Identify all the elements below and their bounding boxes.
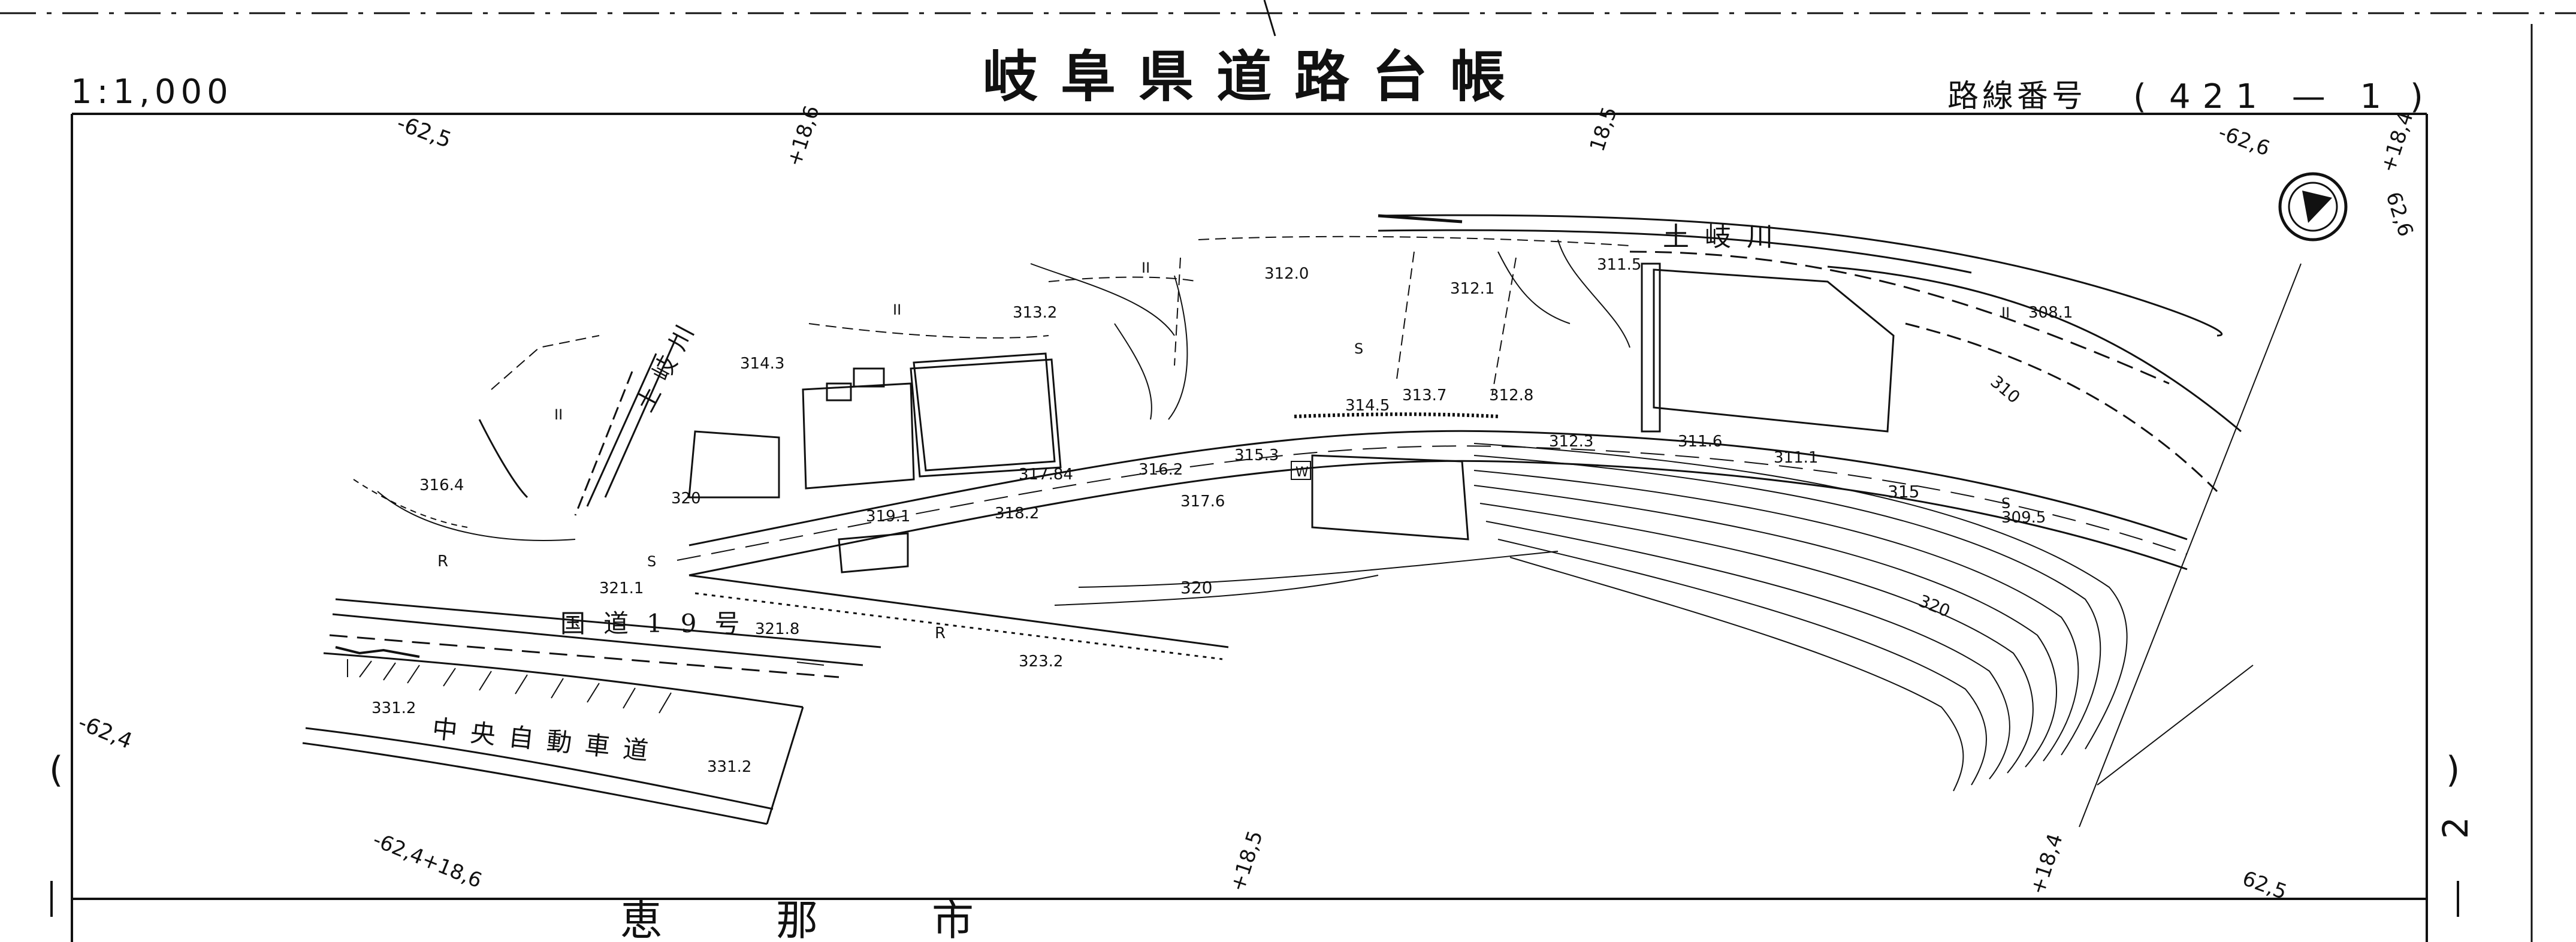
map-symbol: S bbox=[647, 553, 656, 570]
spot-elevation: 319.1 bbox=[866, 508, 910, 526]
building bbox=[1653, 268, 1895, 433]
spot-elevation: 309.5 bbox=[2001, 509, 2046, 527]
spot-elevation: 313.2 bbox=[1013, 304, 1057, 322]
spot-elevation: 315.3 bbox=[1234, 446, 1279, 464]
map-symbol: R bbox=[437, 552, 448, 570]
river-toki-left bbox=[478, 335, 678, 516]
national-route-19 bbox=[329, 574, 1229, 678]
map-title: 岐阜県道路台帳 bbox=[983, 44, 1528, 109]
spot-elevation: 316.2 bbox=[1138, 461, 1183, 479]
building bbox=[1641, 262, 1661, 433]
building bbox=[910, 358, 1062, 478]
road-label-route19: 国道19号 bbox=[560, 609, 757, 638]
spot-elevation: 321.1 bbox=[599, 579, 644, 597]
building bbox=[802, 382, 915, 490]
route-number-close-paren: ) bbox=[2410, 77, 2423, 116]
spot-elevation: 317.6 bbox=[1180, 493, 1225, 511]
building bbox=[838, 532, 909, 573]
field-boundaries bbox=[491, 236, 1630, 396]
map-symbols: R R W II II II II S S S bbox=[437, 259, 2010, 642]
spot-elevation: 312.1 bbox=[1450, 280, 1494, 298]
buildings bbox=[688, 262, 1895, 573]
grid-label: -62,4 bbox=[75, 710, 136, 754]
spot-elevation: 312.8 bbox=[1489, 387, 1533, 404]
grid-label: +18,5 bbox=[1226, 828, 1268, 894]
north-arrow-icon bbox=[2278, 172, 2348, 241]
contour-label: 310 bbox=[1987, 372, 2024, 407]
chuo-expressway bbox=[302, 652, 804, 825]
spot-elevations: 312.0 312.1 311.5 308.1 313.2 314.3 316.… bbox=[372, 256, 2073, 776]
river-label: 土岐川 bbox=[1663, 222, 1789, 252]
svg-text:2: 2 bbox=[2435, 817, 2476, 839]
contour-lines bbox=[1054, 443, 2128, 792]
grid-label: -62,5 bbox=[394, 111, 455, 153]
right-margin-paren: ) bbox=[2446, 749, 2460, 791]
spot-elevation: 314.5 bbox=[1345, 397, 1390, 415]
grid-label: -62,6 bbox=[2215, 120, 2273, 161]
spot-elevation: 311.5 bbox=[1597, 256, 1641, 274]
spot-elevation: 318.2 bbox=[995, 505, 1039, 523]
spot-elevation: 316.4 bbox=[419, 476, 464, 494]
grid-label: 62,6 bbox=[2381, 189, 2417, 239]
route-number-label: 路線番号 bbox=[1947, 78, 2086, 114]
spot-elevation: 323.2 bbox=[1019, 653, 1063, 671]
building bbox=[913, 352, 1056, 472]
spot-elevation: 311.1 bbox=[1774, 449, 1818, 467]
prefectural-road-421 bbox=[677, 412, 2188, 576]
grid-label: +18,4 bbox=[2376, 108, 2418, 175]
road-label-expressway: 中央自動車道 bbox=[431, 714, 663, 767]
contour-label: 320 bbox=[1180, 578, 1212, 597]
route-number-value: 421 — 1 bbox=[2169, 77, 2393, 116]
spot-elevation: 308.1 bbox=[2028, 304, 2073, 322]
map-symbol: II bbox=[1141, 259, 1150, 276]
spot-elevation: 320 bbox=[671, 490, 701, 508]
grid-label: -62,4+18,6 bbox=[370, 828, 485, 893]
building bbox=[853, 367, 885, 388]
map-symbol: S bbox=[2001, 495, 2010, 512]
spot-elevation: 331.2 bbox=[707, 758, 751, 776]
slope-lines bbox=[353, 239, 1630, 541]
building bbox=[688, 430, 780, 499]
spot-elevation: 313.7 bbox=[1402, 387, 1446, 404]
route-number-open-paren: ( bbox=[2133, 77, 2146, 116]
title-tick-mark bbox=[1263, 0, 1276, 37]
embankment-hatching bbox=[335, 646, 672, 714]
river-label: 土岐川 bbox=[631, 311, 704, 416]
spot-elevation: 331.2 bbox=[372, 699, 416, 717]
grid-label: +18,4 bbox=[2026, 831, 2068, 897]
spot-elevation: 314.3 bbox=[740, 355, 784, 373]
map-symbol: II bbox=[554, 406, 563, 423]
spot-elevation: 312.0 bbox=[1264, 265, 1309, 283]
map-scale: 1:1,000 bbox=[71, 73, 233, 111]
grid-label: 18,5 bbox=[1586, 104, 1622, 154]
river-toki-upper bbox=[1378, 214, 2242, 493]
spot-elevation: 317.84 bbox=[1019, 466, 1073, 484]
spot-elevation: 321.8 bbox=[755, 620, 799, 638]
map-symbol: II bbox=[893, 301, 901, 318]
municipality-name: 恵 那 市 bbox=[620, 896, 1010, 942]
map-symbol: R bbox=[935, 624, 946, 642]
building-w bbox=[1311, 454, 1469, 541]
building bbox=[826, 382, 852, 401]
spot-elevation: 312.3 bbox=[1549, 433, 1593, 451]
map-symbol: S bbox=[1354, 340, 1363, 357]
left-margin-paren: ( bbox=[49, 749, 63, 791]
spot-elevation: 311.6 bbox=[1678, 433, 1722, 451]
grid-lines bbox=[796, 263, 2302, 828]
sheet-number: 2 bbox=[2435, 817, 2476, 839]
contour-label: 315 bbox=[1888, 482, 1919, 502]
map-symbol: II bbox=[2001, 304, 2010, 321]
map-symbol: W bbox=[1295, 465, 1309, 480]
